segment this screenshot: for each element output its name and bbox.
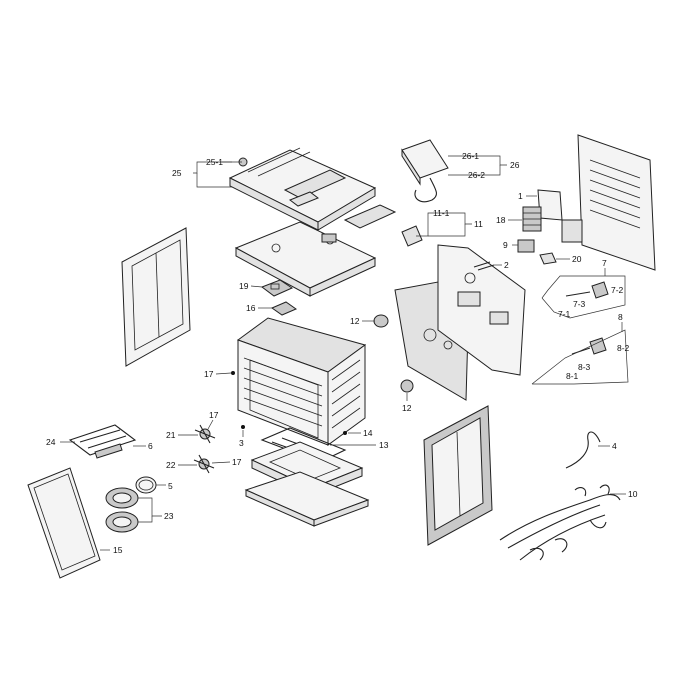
right-side-panel bbox=[423, 405, 493, 546]
knob-12-bottom bbox=[400, 379, 414, 393]
ring-gasket-5 bbox=[135, 476, 157, 494]
screw-14 bbox=[343, 431, 347, 435]
label-19: 19 bbox=[239, 281, 249, 291]
fan-motor-21 bbox=[194, 424, 216, 444]
callout-labels: 1 2 3 4 5 6 7 7-1 7-2 7-3 8 8-1 8-2 8-3 … bbox=[46, 151, 638, 555]
label-17-a: 17 bbox=[204, 369, 214, 379]
leader-lines bbox=[60, 155, 629, 551]
module-16 bbox=[270, 301, 298, 316]
label-14: 14 bbox=[363, 428, 373, 438]
bracket-11 bbox=[401, 225, 423, 247]
label-8-1: 8-1 bbox=[566, 371, 579, 381]
label-20: 20 bbox=[572, 254, 582, 264]
label-26-1: 26-1 bbox=[462, 151, 479, 161]
label-21: 21 bbox=[166, 430, 176, 440]
label-26-2: 26-2 bbox=[468, 170, 485, 180]
top-frame-part bbox=[228, 147, 397, 231]
label-9: 9 bbox=[503, 240, 508, 250]
label-11-1: 11-1 bbox=[433, 208, 450, 218]
label-26: 26 bbox=[510, 160, 520, 170]
label-25-1: 25-1 bbox=[206, 157, 223, 167]
screw-17 bbox=[231, 371, 235, 375]
part-2 bbox=[473, 261, 495, 271]
drawer-panel-15 bbox=[27, 467, 101, 579]
screw-3 bbox=[241, 425, 245, 429]
fan-assembly-26 bbox=[401, 139, 449, 203]
back-cover-vents bbox=[589, 159, 641, 229]
relay-board bbox=[561, 219, 583, 243]
terminal-block-9 bbox=[517, 239, 535, 253]
label-10: 10 bbox=[628, 489, 638, 499]
label-2: 2 bbox=[504, 260, 509, 270]
label-8: 8 bbox=[618, 312, 623, 322]
label-7-2: 7-2 bbox=[611, 285, 624, 295]
left-side-panel bbox=[121, 227, 191, 367]
switch-8 bbox=[571, 337, 607, 355]
label-22: 22 bbox=[166, 460, 176, 470]
label-17-c: 17 bbox=[232, 457, 242, 467]
label-3: 3 bbox=[239, 438, 244, 448]
label-16: 16 bbox=[246, 303, 256, 313]
label-4: 4 bbox=[612, 441, 617, 451]
broil-element-24 bbox=[68, 424, 137, 459]
knob-12-top bbox=[373, 314, 389, 328]
label-8-3: 8-3 bbox=[578, 362, 591, 372]
cover-plate-1 bbox=[537, 189, 563, 221]
module-19 bbox=[260, 279, 294, 297]
back-cover-panel bbox=[577, 134, 656, 271]
cooktop-inner-panel bbox=[234, 221, 377, 297]
oven-cavity-part bbox=[236, 317, 454, 446]
label-12-top: 12 bbox=[350, 316, 360, 326]
label-12-bottom: 12 bbox=[402, 403, 412, 413]
label-11: 11 bbox=[474, 219, 483, 229]
label-7-1: 7-1 bbox=[558, 309, 571, 319]
label-15: 15 bbox=[113, 545, 123, 555]
wire-harness-10 bbox=[499, 484, 621, 561]
label-24: 24 bbox=[46, 437, 56, 447]
label-18: 18 bbox=[496, 215, 506, 225]
back-frame bbox=[437, 244, 526, 376]
label-25: 25 bbox=[172, 168, 182, 178]
bracket-20 bbox=[539, 252, 557, 265]
fan-motor-22 bbox=[193, 454, 215, 474]
sensor-wire-4 bbox=[565, 431, 601, 469]
label-1: 1 bbox=[518, 191, 523, 201]
drawer-liner bbox=[244, 471, 370, 527]
label-13: 13 bbox=[379, 440, 389, 450]
burner-cap-23-bottom bbox=[105, 511, 139, 533]
filter-18 bbox=[522, 206, 542, 232]
burner-cap-23-top bbox=[105, 487, 139, 509]
switch-7 bbox=[565, 281, 609, 299]
label-7: 7 bbox=[602, 258, 607, 268]
label-5: 5 bbox=[168, 481, 173, 491]
label-8-2: 8-2 bbox=[617, 343, 630, 353]
label-23: 23 bbox=[164, 511, 174, 521]
label-17-b: 17 bbox=[209, 410, 219, 420]
label-6: 6 bbox=[148, 441, 153, 451]
label-7-3: 7-3 bbox=[573, 299, 586, 309]
